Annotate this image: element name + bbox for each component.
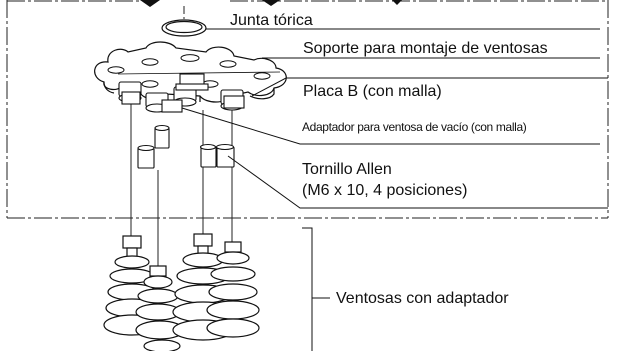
axis-lines bbox=[130, 6, 233, 270]
suction-cup-1 bbox=[103, 235, 161, 336]
o-ring bbox=[161, 19, 207, 37]
vacuum-adapters bbox=[121, 73, 245, 113]
suction-cups bbox=[103, 233, 260, 351]
label-vacuum-adapter: Adaptador para ventosa de vacío (con mal… bbox=[302, 120, 527, 134]
leader-lines bbox=[181, 28, 608, 209]
allen-screws bbox=[137, 124, 235, 169]
dash-dot-frame bbox=[6, 0, 609, 219]
label-suction-cups: Ventosas con adaptador bbox=[336, 290, 509, 307]
label-mount-bracket: Soporte para montaje de ventosas bbox=[303, 40, 548, 57]
cups-bracket bbox=[302, 227, 330, 351]
label-allen-screw: Tornillo Allen bbox=[302, 161, 392, 178]
bracket-holes bbox=[107, 54, 271, 88]
label-o-ring: Junta tórica bbox=[230, 12, 313, 29]
suction-cup-2 bbox=[135, 265, 185, 351]
suction-cup-4 bbox=[206, 241, 260, 338]
label-allen-screw-spec: (M6 x 10, 4 posiciones) bbox=[302, 182, 468, 199]
label-plate-b: Placa B (con malla) bbox=[303, 83, 442, 100]
cropped-top-shapes bbox=[140, 0, 402, 7]
